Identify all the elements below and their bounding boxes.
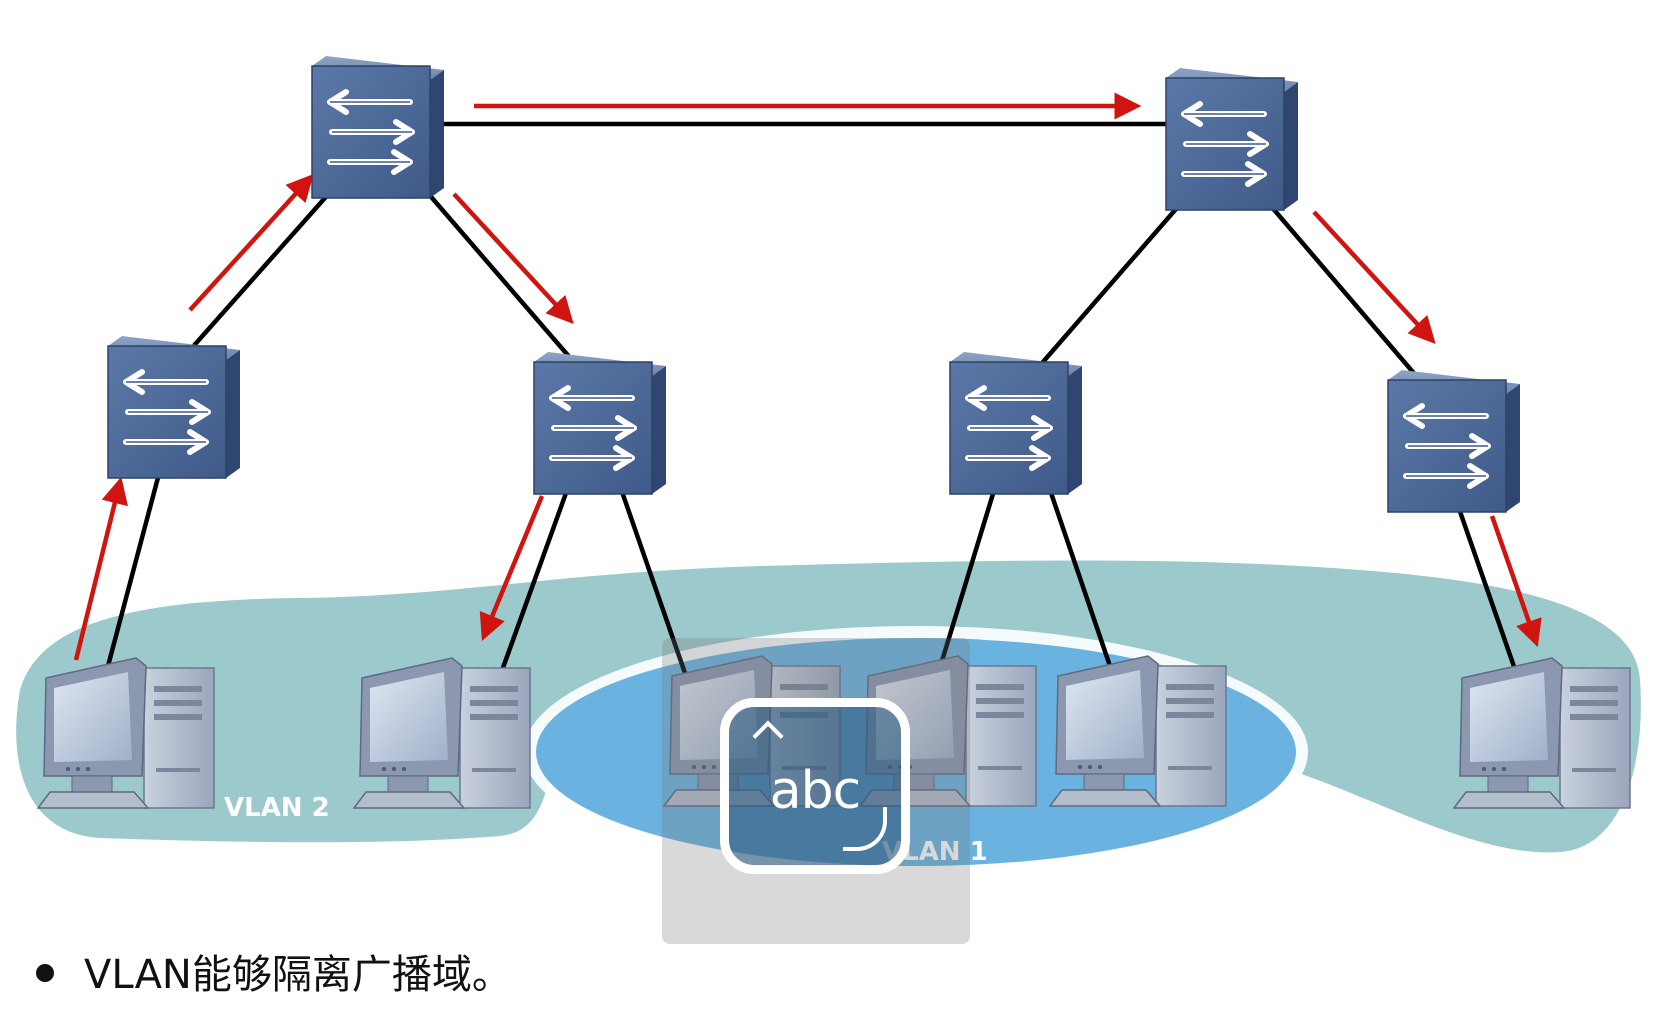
caption-text: VLAN能够隔离广播域。: [84, 952, 512, 998]
access-switch-4: [1388, 370, 1520, 512]
access-switch-2: [534, 352, 666, 494]
vlan2-label: VLAN 2: [224, 793, 330, 823]
caret-icon: [752, 720, 784, 752]
keyboard-ime-icon: abc: [720, 698, 910, 874]
ime-overlay: abc: [662, 638, 970, 944]
caption: VLAN能够隔离广播域。: [36, 955, 512, 995]
core-switch-right: [1166, 68, 1298, 210]
bullet-icon: [36, 964, 54, 982]
core-switch-left: [312, 56, 444, 198]
access-switch-1: [108, 336, 240, 478]
curve-icon: [843, 807, 887, 851]
links: [105, 121, 1521, 679]
access-switch-3: [950, 352, 1082, 494]
broadcast-arrows: [73, 92, 1542, 661]
